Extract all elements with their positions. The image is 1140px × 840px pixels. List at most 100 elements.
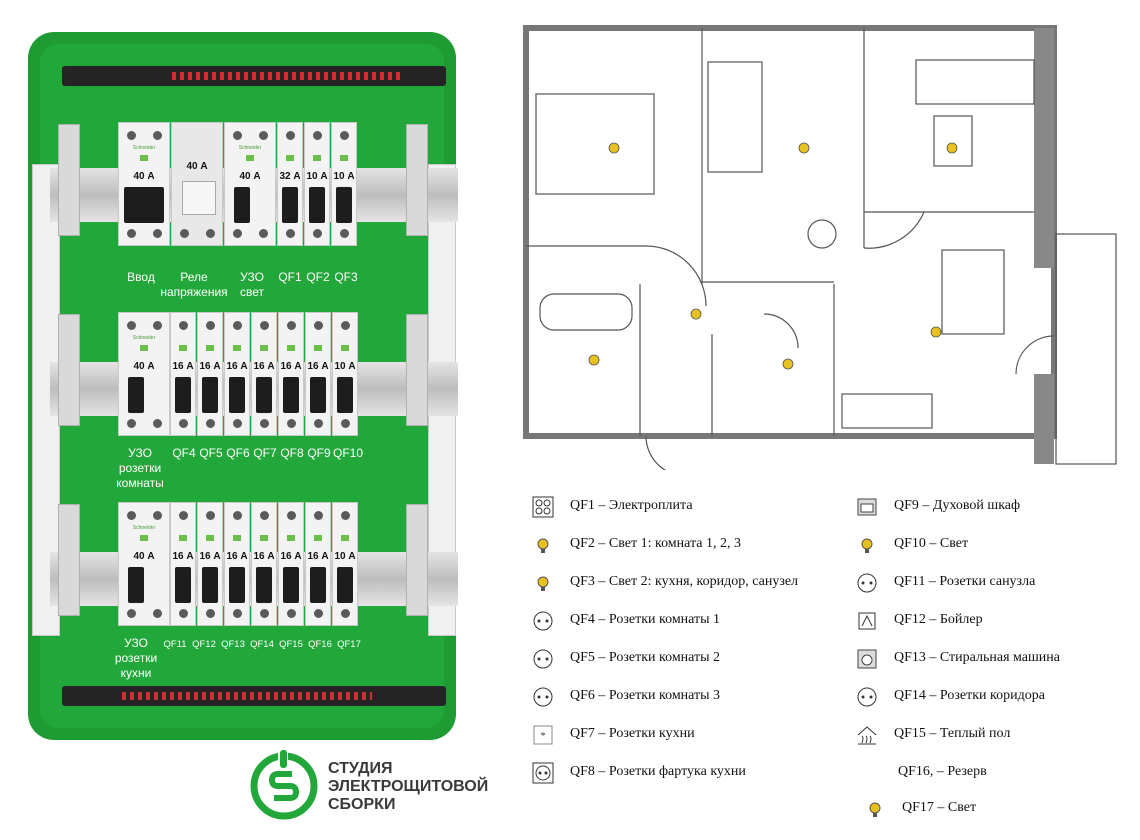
breaker-rating: 16 А (280, 361, 302, 372)
breaker-toggle[interactable] (337, 567, 353, 603)
backsplash-socket-icon (532, 762, 554, 784)
breaker-qf13[interactable]: 16 А (224, 502, 250, 626)
legend-text: QF2 – Свет 1: комната 1, 2, 3 (570, 536, 742, 551)
company-name-line1: СТУДИЯ (328, 760, 393, 777)
legend-text: QF17 – Свет (902, 800, 977, 815)
breaker-toggle[interactable] (336, 187, 352, 223)
breaker-rating: 16 А (199, 551, 221, 562)
label-uzo-light: УЗО свет (239, 270, 264, 299)
legend-text: QF9 – Духовой шкаф (894, 498, 1021, 513)
breaker-vvod[interactable]: Schneider 40 А (118, 122, 170, 246)
label-qf10: QF10 (332, 446, 363, 460)
company-name-line3: СБОРКИ (328, 796, 396, 813)
voltage-relay[interactable]: 40 А (171, 122, 223, 246)
breaker-qf2[interactable]: 10 А (304, 122, 330, 246)
label-qf5: QF5 (199, 446, 223, 460)
breaker-toggle[interactable] (283, 377, 299, 413)
breaker-rating: 40 А (239, 171, 261, 182)
breaker-toggle[interactable] (310, 567, 326, 603)
breaker-rating: 40 А (133, 551, 155, 562)
breaker-qf15[interactable]: 16 А (278, 502, 304, 626)
socket-icon (533, 687, 553, 707)
label-qf6: QF6 (226, 446, 250, 460)
label-qf4: QF4 (172, 446, 196, 460)
breaker-rating: 16 А (307, 551, 329, 562)
label-voltage-relay: Реле напряжения (160, 270, 228, 299)
breaker-qf17[interactable]: 10 А (332, 502, 358, 626)
socket-icon (533, 649, 553, 669)
washer-icon (857, 649, 877, 669)
breaker-rating: 16 А (280, 551, 302, 562)
label-qf14: QF14 (250, 639, 274, 650)
relay-rating: 40 А (186, 161, 208, 172)
breaker-toggle[interactable] (256, 377, 272, 413)
label-qf16: QF16 (308, 639, 332, 650)
breaker-uzo-rooms[interactable]: Schneider 40 А (118, 312, 170, 436)
lamp-icon (537, 576, 549, 591)
apartment-floor-plan (523, 25, 1117, 470)
lamp-icon (537, 538, 549, 553)
breaker-toggle[interactable] (229, 377, 245, 413)
breaker-toggle[interactable] (282, 187, 298, 223)
breaker-qf16[interactable]: 16 А (305, 502, 331, 626)
label-vvod: Ввод (127, 270, 155, 284)
breaker-rating: 40 А (133, 171, 155, 182)
legend-text: QF3 – Свет 2: кухня, коридор, санузел (570, 574, 799, 589)
breaker-toggle[interactable] (175, 567, 191, 603)
legend-text: QF4 – Розетки комнаты 1 (570, 612, 721, 627)
breaker-toggle[interactable] (234, 187, 250, 223)
breaker-toggle[interactable] (124, 187, 164, 223)
breaker-qf3[interactable]: 10 А (331, 122, 357, 246)
breaker-rating: 16 А (253, 361, 275, 372)
breaker-qf14[interactable]: 16 А (251, 502, 277, 626)
breaker-qf12[interactable]: 16 А (197, 502, 223, 626)
svg-text:*: * (541, 731, 546, 742)
breaker-uzo-light[interactable]: Schneider 40 А (224, 122, 276, 246)
breaker-qf5[interactable]: 16 А (197, 312, 223, 436)
socket-icon (857, 687, 877, 707)
breaker-qf7[interactable]: 16 А (251, 312, 277, 436)
legend-text: QF11 – Розетки санузла (894, 574, 1036, 589)
company-logo-icon (250, 750, 318, 820)
breaker-toggle[interactable] (128, 567, 144, 603)
breaker-toggle[interactable] (202, 567, 218, 603)
breaker-uzo-kitchen[interactable]: Schneider 40 А (118, 502, 170, 626)
breaker-toggle[interactable] (256, 567, 272, 603)
breaker-toggle[interactable] (202, 377, 218, 413)
company-name-line2: ЭЛЕКТРОЩИТОВОЙ (328, 778, 489, 795)
breaker-rating: 32 А (279, 171, 301, 182)
breaker-qf10[interactable]: 10 А (332, 312, 358, 436)
breaker-rating: 16 А (226, 551, 248, 562)
label-qf17: QF17 (337, 639, 361, 650)
company-name: СТУДИЯ ЭЛЕКТРОЩИТОВОЙ СБОРКИ (328, 760, 488, 814)
socket-icon (857, 573, 877, 593)
label-qf11: QF11 (163, 639, 187, 650)
label-uzo-kitchen: УЗО розетки кухни (114, 636, 158, 680)
breaker-qf1[interactable]: 32 А (277, 122, 303, 246)
breaker-toggle[interactable] (310, 377, 326, 413)
legend-text: QF5 – Розетки комнаты 2 (570, 650, 721, 665)
breaker-rating: 10 А (334, 551, 356, 562)
breaker-toggle[interactable] (337, 377, 353, 413)
breaker-qf6[interactable]: 16 А (224, 312, 250, 436)
legend-text: QF6 – Розетки комнаты 3 (570, 688, 721, 703)
legend-text: QF14 – Розетки коридора (894, 688, 1045, 703)
breaker-toggle[interactable] (175, 377, 191, 413)
breaker-qf11[interactable]: 16 А (170, 502, 196, 626)
breaker-toggle[interactable] (128, 377, 144, 413)
top-busbar (62, 66, 446, 86)
breaker-toggle[interactable] (309, 187, 325, 223)
breaker-toggle[interactable] (283, 567, 299, 603)
breaker-qf8[interactable]: 16 А (278, 312, 304, 436)
breaker-qf4[interactable]: 16 А (170, 312, 196, 436)
boiler-icon (858, 612, 876, 630)
lamp-icon (861, 538, 873, 553)
stove-icon (532, 496, 554, 518)
label-uzo-rooms: УЗО розетки комнаты (116, 446, 164, 490)
label-qf1: QF1 (278, 270, 302, 284)
socket-icon (533, 611, 553, 631)
label-qf9: QF9 (307, 446, 331, 460)
bottom-busbar (62, 686, 446, 706)
breaker-qf9[interactable]: 16 А (305, 312, 331, 436)
breaker-toggle[interactable] (229, 567, 245, 603)
